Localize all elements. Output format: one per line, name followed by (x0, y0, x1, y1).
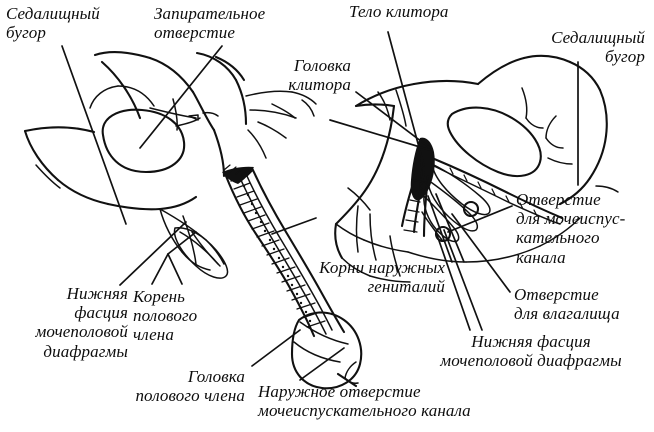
label-clitoris-glans: Головка клитора (288, 56, 351, 95)
label-obturator-foramen: Запирательное отверстие (154, 4, 266, 43)
label-clitoris-body: Тело клитора (349, 2, 449, 21)
label-inferior-fascia-left: Нижняя фасция мочеполовой диафрагмы (35, 284, 128, 361)
right-panel-artwork (334, 54, 619, 283)
label-ischial-tuberosity-left: Седалищный бугор (6, 4, 100, 43)
label-external-urethral-opening-male: Наружное отверстие мочеиспускательного к… (258, 382, 471, 421)
label-ischial-tuberosity-right: Седалищный бугор (551, 28, 645, 67)
label-penis-glans: Головка полового члена (135, 367, 245, 406)
label-urethral-opening-female: Отверстие для мочеиспус- кательного кана… (516, 190, 626, 267)
label-vaginal-opening: Отверстие для влагалища (514, 285, 620, 324)
label-inferior-fascia-right: Нижняя фасция мочеполовой диафрагмы (440, 332, 622, 371)
left-panel-artwork (23, 51, 363, 390)
label-roots-external-genitalia: Корни наружных гениталий (319, 258, 445, 297)
leader-lines (61, 31, 579, 381)
label-penis-root: Корень полового члена (133, 287, 198, 345)
